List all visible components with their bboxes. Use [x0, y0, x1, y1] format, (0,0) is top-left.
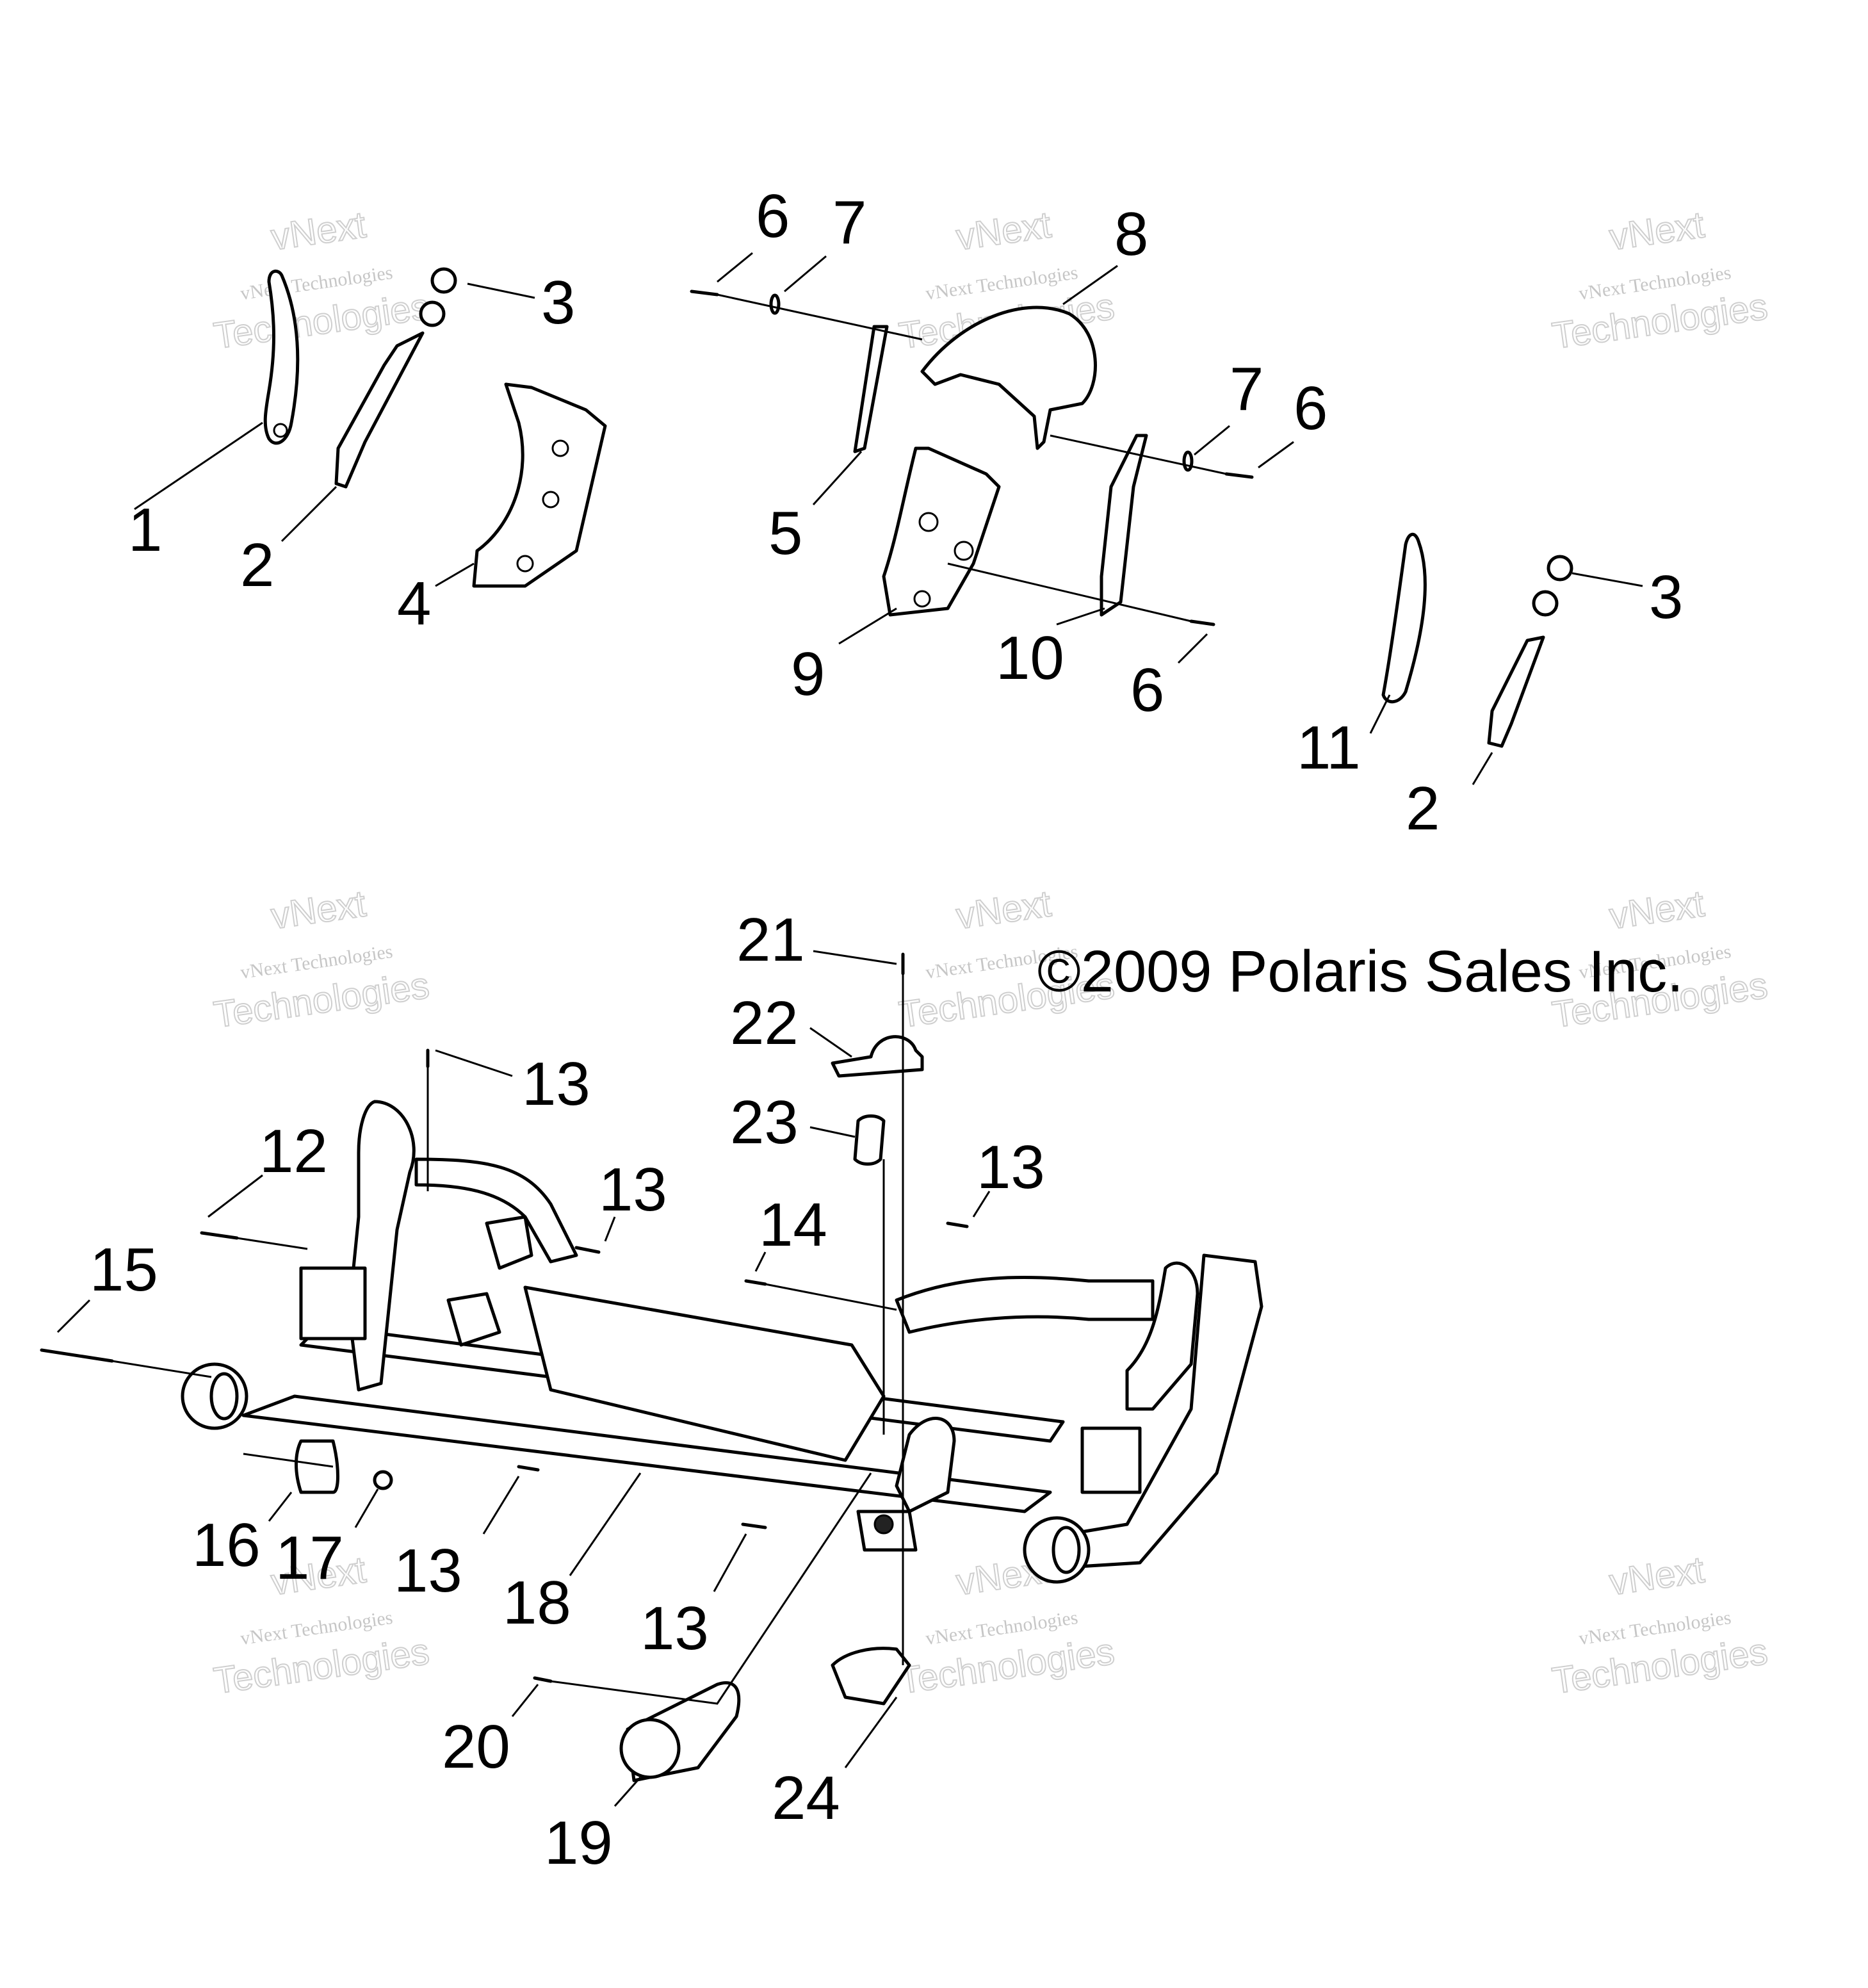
callout-1: 1: [128, 496, 162, 564]
callout-22: 22: [730, 989, 799, 1057]
bushing-inner: [1052, 1526, 1081, 1574]
callout-7: 7: [832, 188, 866, 257]
callout-17: 17: [275, 1524, 344, 1592]
callout-10: 10: [996, 624, 1064, 692]
part-4-hole: [551, 439, 569, 457]
callout-3: 3: [541, 268, 575, 337]
part-24-bracket: [831, 1647, 911, 1706]
watermark-top: vNext: [1607, 1549, 1707, 1603]
part-6-bolt: [1224, 472, 1254, 479]
part-11-bracket-arm: [1381, 532, 1427, 704]
callout-12: 12: [259, 1117, 328, 1185]
callout-14: 14: [759, 1191, 827, 1259]
part-10-plate-strip: [1100, 434, 1148, 617]
part-6-bolt: [690, 289, 719, 297]
part-1-hole: [273, 423, 288, 438]
leader-lines: [56, 252, 1643, 1807]
watermark-top: vNext: [954, 883, 1053, 937]
assembly-axis: [717, 293, 923, 341]
part-3-nut: [1532, 590, 1559, 617]
part-19-bushing: [619, 1718, 681, 1779]
assembly-axis: [550, 1472, 872, 1705]
part-13-bolt: [741, 1522, 767, 1529]
callout-4: 4: [397, 569, 431, 638]
part-23-sleeve: [853, 1114, 886, 1166]
part-15-long-bolt: [40, 1348, 114, 1363]
callout-8: 8: [1114, 200, 1148, 268]
assembly-axis: [236, 1237, 308, 1250]
assembly-axis: [1050, 434, 1227, 475]
callout-6: 6: [1294, 374, 1328, 443]
part-7-washer: [1182, 450, 1194, 472]
watermark-top: vNext: [268, 883, 368, 937]
part-22-clamp: [831, 1035, 924, 1078]
callout-13: 13: [640, 1594, 709, 1663]
callout-7: 7: [1230, 355, 1263, 423]
watermark-top: vNext: [954, 204, 1053, 258]
callout-2: 2: [240, 531, 274, 599]
callout-labels: 1 2 3 4 5 6 7 8 7 6 9 10 6 11 2 3 21 22 …: [90, 182, 1683, 1877]
part-12-bolt: [200, 1231, 239, 1240]
bracket-block: [446, 1292, 501, 1347]
callout-13: 13: [394, 1536, 462, 1605]
part-2-link-rod: [1487, 635, 1545, 748]
part-17-nut: [373, 1470, 393, 1490]
part-3-nut: [430, 267, 457, 294]
callout-16: 16: [192, 1511, 261, 1579]
mount-block: [1080, 1426, 1142, 1494]
callout-13: 13: [977, 1133, 1045, 1202]
assembly-axis: [111, 1360, 212, 1378]
part-5-strap: [853, 325, 889, 453]
callout-2: 2: [1406, 774, 1440, 843]
part-9-mounting-plate: [882, 446, 1001, 617]
part-9-hole: [918, 512, 939, 532]
callout-6: 6: [1130, 656, 1164, 724]
part-9-hole: [954, 541, 974, 561]
callout-23: 23: [730, 1088, 799, 1157]
part-13-bolt: [517, 1465, 540, 1472]
callout-21: 21: [736, 906, 805, 974]
bushing-inner: [209, 1372, 239, 1421]
callout-15: 15: [90, 1235, 158, 1304]
assembly-axis: [765, 1283, 897, 1311]
part-14-bolt: [744, 1279, 767, 1286]
part-18-frame-assembly: [181, 1100, 1263, 1584]
part-4-hole: [516, 555, 534, 573]
assembly-axis: [947, 562, 1192, 623]
part-4-bracket-plate: [472, 382, 607, 588]
part-4-hole: [542, 491, 560, 509]
bracket-block: [485, 1215, 533, 1270]
callout-19: 19: [544, 1809, 613, 1877]
watermark-top: vNext: [268, 204, 368, 258]
callout-18: 18: [503, 1568, 571, 1637]
part-7-washer: [769, 293, 781, 315]
callout-24: 24: [772, 1764, 840, 1832]
assembly-axis: [243, 1453, 334, 1468]
part-2-link-rod: [334, 331, 425, 489]
callout-11: 11: [1297, 713, 1361, 782]
callout-6: 6: [756, 182, 790, 250]
part-9-hole: [913, 590, 931, 608]
part-3-nut: [1547, 555, 1573, 582]
watermark-top: vNext: [1607, 883, 1707, 937]
callout-9: 9: [791, 640, 825, 708]
mount-block: [299, 1266, 367, 1340]
copyright-notice: ©2009 Polaris Sales Inc.: [1037, 939, 1684, 1004]
callout-5: 5: [768, 499, 802, 567]
part-6-bolt: [1189, 619, 1215, 626]
part-16-bushing: [295, 1439, 339, 1494]
part-1-bracket-arm: [263, 270, 300, 445]
part-13-bolt: [574, 1246, 601, 1254]
watermark-top: vNext: [1607, 204, 1707, 258]
part-8-shield: [920, 306, 1097, 450]
part-20-bolt: [533, 1676, 553, 1683]
part-3-nut: [419, 300, 446, 327]
callout-13: 13: [522, 1050, 590, 1118]
part-13-bolt: [946, 1221, 969, 1228]
center-fastener: [873, 1514, 894, 1535]
callout-20: 20: [442, 1713, 510, 1781]
callout-3: 3: [1649, 563, 1683, 631]
callout-13: 13: [599, 1155, 667, 1224]
